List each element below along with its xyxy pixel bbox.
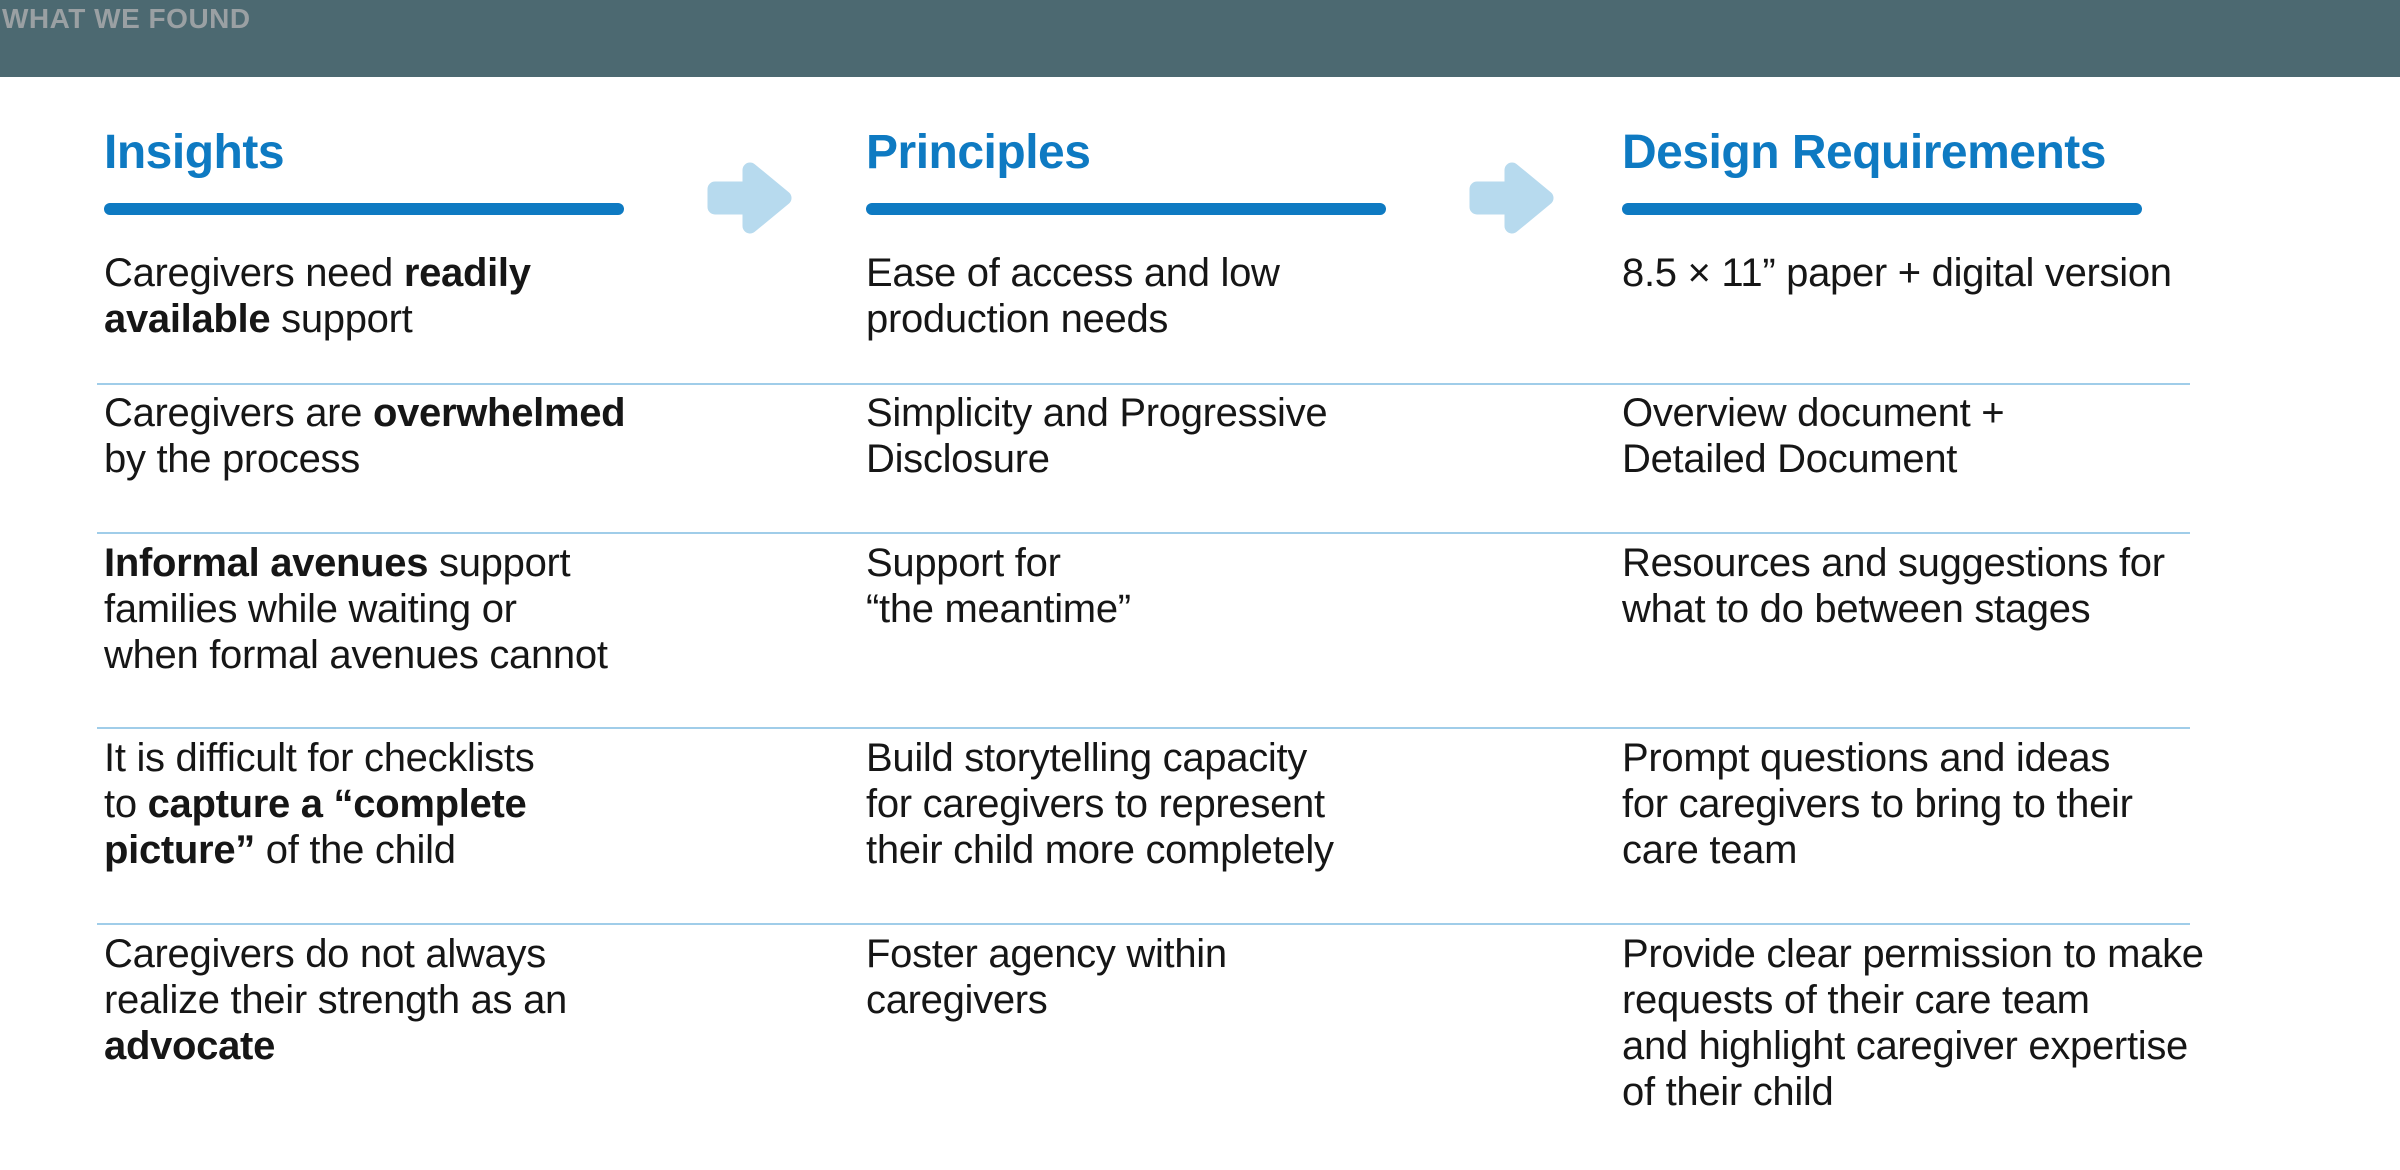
page-kicker: WHAT WE FOUND	[2, 3, 251, 34]
row-divider	[97, 923, 2190, 925]
title-underline	[104, 203, 624, 215]
column-title-design-requirements: Design Requirements	[1622, 126, 2106, 179]
right-arrow-icon	[1469, 162, 1554, 234]
column-design-requirements: Design Requirements 8.5 × 11” paper + di…	[1622, 77, 2322, 1170]
title-underline	[1622, 203, 2142, 215]
right-arrow-icon	[707, 162, 792, 234]
cell: 8.5 × 11” paper + digital version	[1622, 251, 2172, 295]
header-bar: WHAT WE FOUND	[0, 0, 2400, 77]
row-divider	[97, 383, 2190, 385]
row-divider	[97, 532, 2190, 534]
cell: Support for“the meantime”	[866, 541, 1131, 631]
cell: Overview document +Detailed Document	[1622, 391, 2005, 481]
row-divider	[97, 727, 2190, 729]
title-underline	[866, 203, 1386, 215]
column-title-principles: Principles	[866, 126, 1091, 179]
column-title-insights: Insights	[104, 126, 285, 179]
